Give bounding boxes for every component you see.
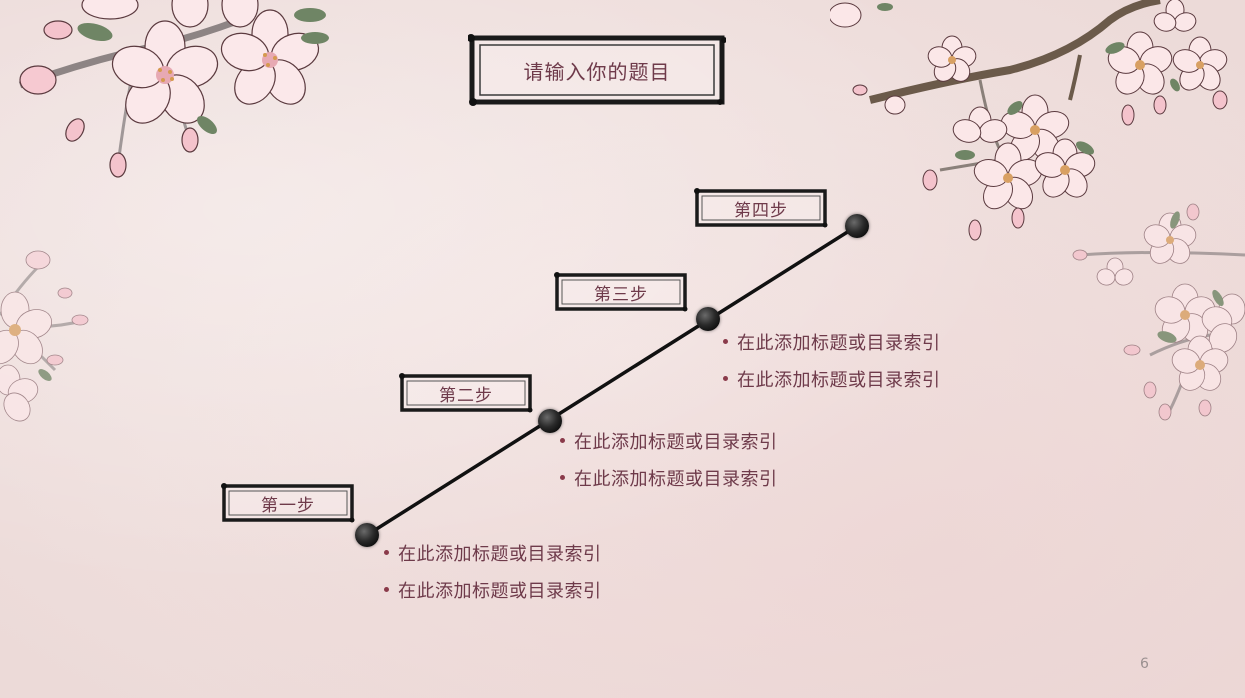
step-label: 第二步 [439,385,493,406]
step-1-node-icon [355,523,379,547]
page-number: 6 [1140,656,1149,672]
list-item: 在此添加标题或目录索引 [384,571,602,608]
step-3-label-box: 第三步 [554,272,688,312]
step-2-bullets: 在此添加标题或目录索引 在此添加标题或目录索引 [560,422,778,496]
list-item: 在此添加标题或目录索引 [560,459,778,496]
title-frame: 请输入你的题目 [468,34,726,106]
step-3-node-icon [696,307,720,331]
ink-frame-icon [468,34,726,106]
bullet-dot-icon [384,587,389,592]
step-label: 第四步 [734,200,788,221]
page-title: 请输入你的题目 [523,59,671,84]
step-1-label-box: 第一步 [221,483,355,523]
bullet-dot-icon [560,475,565,480]
bullet-dot-icon [384,550,389,555]
step-1-bullets: 在此添加标题或目录索引 在此添加标题或目录索引 [384,534,602,608]
ink-frame-icon [554,272,688,312]
list-item: 在此添加标题或目录索引 [384,534,602,571]
list-item: 在此添加标题或目录索引 [723,360,941,397]
cherry-blossom-top-right-icon [830,0,1228,241]
cherry-blossom-right-icon [1072,203,1245,421]
step-4-node-icon [845,214,869,238]
ink-frame-icon [221,483,355,523]
bullet-dot-icon [560,438,565,443]
cherry-blossom-top-left-icon [18,0,329,178]
step-4-label-box: 第四步 [694,188,828,228]
ink-frame-icon [399,373,533,413]
step-label: 第一步 [261,495,315,516]
bullet-dot-icon [723,376,728,381]
step-label: 第三步 [594,284,648,305]
list-item: 在此添加标题或目录索引 [723,323,941,360]
step-3-bullets: 在此添加标题或目录索引 在此添加标题或目录索引 [723,323,941,397]
step-2-node-icon [538,409,562,433]
step-2-label-box: 第二步 [399,373,533,413]
cherry-blossom-left-icon [0,250,89,422]
bullet-dot-icon [723,339,728,344]
ink-frame-icon [694,188,828,228]
list-item: 在此添加标题或目录索引 [560,422,778,459]
